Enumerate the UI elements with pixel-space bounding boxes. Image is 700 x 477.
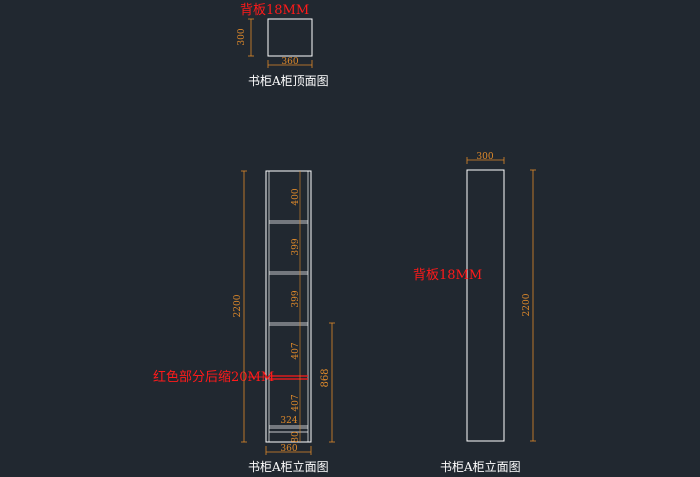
shelf-dim-1: 400: [291, 188, 301, 205]
front-height-dim: 2200: [233, 294, 243, 317]
shelf-dim-5: 407: [291, 394, 301, 411]
front-width-dim: 360: [280, 444, 297, 454]
top-view-width-dim: 360: [281, 57, 298, 67]
front-elevation-title: 书柜A柜立面图: [248, 459, 329, 474]
top-view: 背板18MM 300 360 书柜A柜顶面图: [237, 3, 329, 88]
side-elevation-note: 背板18MM: [413, 268, 482, 283]
front-red-note: 红色部分后缩20MM: [153, 369, 274, 385]
side-cabinet-outline[interactable]: [466, 169, 505, 442]
shelf-dim-6: 324: [280, 416, 297, 426]
top-view-note: 背板18MM: [240, 3, 309, 18]
shelf-dim-3: 399: [291, 290, 301, 307]
front-lower-dim: 868: [320, 368, 331, 387]
top-view-title: 书柜A柜顶面图: [248, 74, 329, 88]
side-depth-dim: 300: [476, 152, 493, 162]
shelf-dim-7: 80: [291, 431, 301, 443]
front-shelves: [269, 220, 308, 433]
side-height-dim: 2200: [522, 293, 532, 316]
side-elevation: 300 2200 背板18MM 书柜A柜立面图: [413, 152, 536, 474]
top-view-outline[interactable]: [267, 18, 313, 57]
front-elevation: 红色部分后缩20MM 2200 400 399 399 407 407 324 …: [153, 170, 335, 474]
front-cabinet-outline[interactable]: [265, 170, 312, 443]
shelf-dim-4: 407: [291, 342, 301, 359]
front-shelf-dim-labels: 400 399 399 407 407 324 80: [280, 188, 301, 443]
shelf-dim-2: 399: [291, 238, 301, 255]
side-elevation-title: 书柜A柜立面图: [440, 459, 521, 474]
top-view-depth-dim: 300: [237, 28, 247, 45]
